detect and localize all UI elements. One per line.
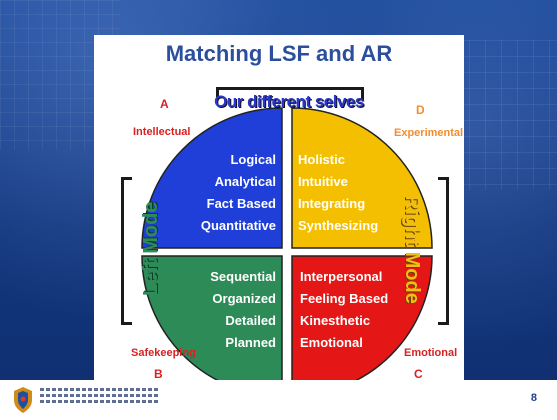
quadrant-c-line: Feeling Based <box>300 291 389 306</box>
university-name-line <box>40 394 160 397</box>
quadrant-d-line: Holistic <box>298 152 345 167</box>
quadrant-d-text: Holistic Intuitive Integrating Synthesiz… <box>298 149 408 237</box>
right-mode-label: Right Mode <box>401 194 423 304</box>
quadrant-b-line: Sequential <box>210 269 276 284</box>
footer-bar: 8 <box>0 380 557 420</box>
quadrant-c-line: Interpersonal <box>300 269 383 284</box>
quadrant-a-line: Logical <box>230 152 276 167</box>
corner-c-word: Emotional <box>404 347 458 359</box>
corner-a-word: Intellectual <box>133 126 191 138</box>
quadrant-c-line: Emotional <box>300 335 363 350</box>
quadrant-d-line: Integrating <box>298 196 366 211</box>
left-mode-label: Left Mode <box>140 201 162 297</box>
left-bracket <box>121 177 132 325</box>
corner-c-letter: C <box>414 367 423 381</box>
quadrant-c-line: Kinesthetic <box>300 313 371 328</box>
quadrant-d-line: Synthesizing <box>298 218 379 233</box>
university-crest-icon <box>14 387 32 413</box>
quadrant-b-text: Sequential Organized Detailed Planned <box>188 266 276 354</box>
top-bracket <box>216 87 364 100</box>
university-name-line <box>40 400 160 403</box>
corner-a-letter: A <box>160 97 169 111</box>
right-bracket <box>438 177 449 325</box>
quadrant-b-line: Organized <box>212 291 276 306</box>
quadrant-a-line: Analytical <box>214 174 276 189</box>
slide-title: Matching LSF and AR <box>165 41 393 66</box>
corner-d-letter: D <box>416 103 425 117</box>
university-name-line <box>40 388 160 391</box>
corner-d-word: Experimental <box>394 127 464 139</box>
quadrant-d-shape <box>291 107 433 249</box>
university-name-lockup <box>40 388 160 412</box>
top-label: Our different selves <box>214 92 364 111</box>
quadrant-a-shape <box>141 107 283 249</box>
quadrant-a-text: Logical Analytical Fact Based Quantitati… <box>188 149 276 237</box>
corner-b-letter: B <box>154 367 163 381</box>
quadrant-a-line: Quantitative <box>200 218 276 233</box>
corner-b-word: Safekeeping <box>131 347 196 359</box>
quadrant-b-line: Detailed <box>225 313 276 328</box>
quadrant-d-line: Intuitive <box>298 174 348 189</box>
quadrant-a-line: Fact Based <box>206 196 276 211</box>
quadrant-c-text: Interpersonal Feeling Based Kinesthetic … <box>300 266 420 354</box>
page-number: 8 <box>530 392 537 404</box>
quadrant-b-line: Planned <box>225 335 276 350</box>
